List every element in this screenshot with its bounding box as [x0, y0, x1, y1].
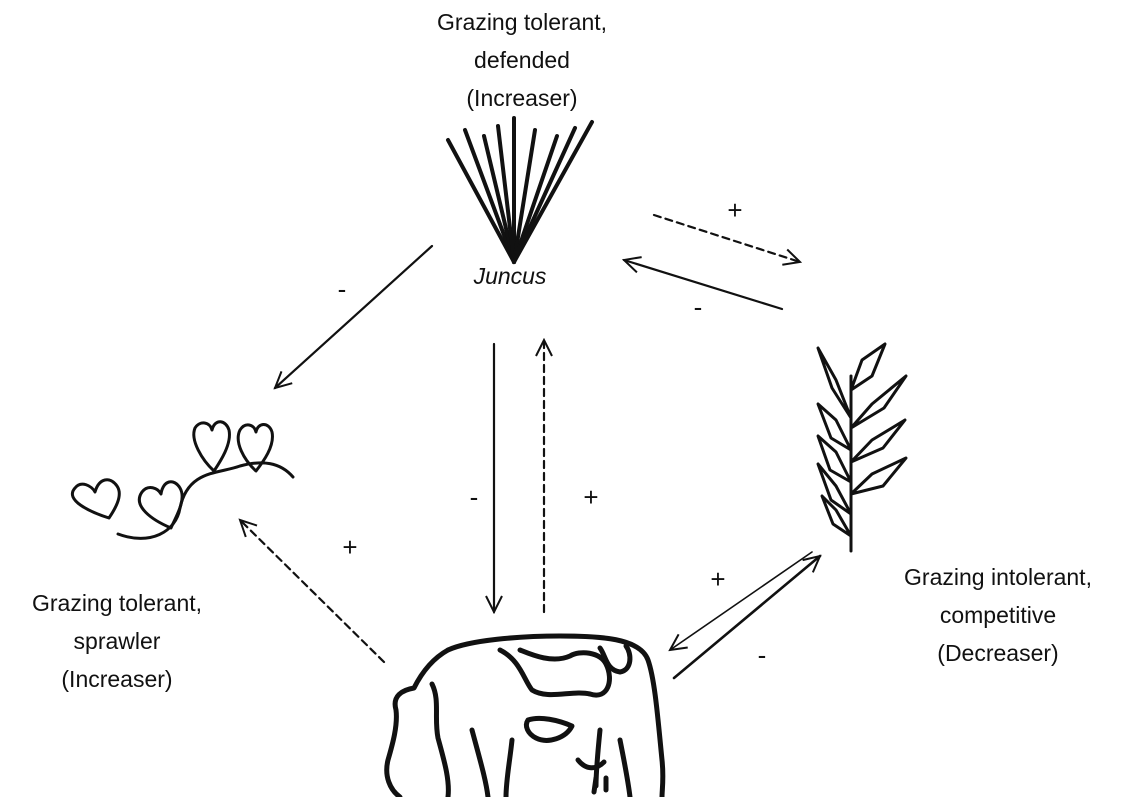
edge-sign-cow-to-juncus: + — [583, 482, 598, 512]
edge-grass-to-juncus: - — [624, 260, 782, 322]
edge-juncus-to-grass: + — [654, 195, 800, 262]
juncus-description-line-2: defended — [474, 47, 570, 73]
grass-description-line-3: (Decreaser) — [937, 640, 1058, 666]
edge-sign-juncus-to-sprawler: - — [338, 274, 347, 304]
grass-description-line-1: Grazing intolerant, — [904, 564, 1092, 590]
cow-icon — [387, 636, 663, 797]
juncus-rush-icon — [448, 118, 592, 262]
edge-sign-grass-to-juncus: - — [694, 292, 703, 322]
edge-cow-to-grass: - — [674, 556, 820, 678]
edge-grass-to-cow: + — [670, 552, 812, 650]
edge-sign-cow-to-grass: - — [758, 640, 767, 670]
sprawler-description-line-3: (Increaser) — [61, 666, 172, 692]
sprawler-description-line-1: Grazing tolerant, — [32, 590, 202, 616]
edge-sign-cow-to-sprawler: + — [342, 532, 357, 562]
cow-node — [387, 636, 663, 797]
grass-description-line-2: competitive — [940, 602, 1056, 628]
edge-juncus-to-cow: - — [470, 344, 494, 612]
edge-sign-grass-to-cow: + — [710, 564, 725, 594]
grass-stalk-icon — [818, 344, 906, 551]
grass-node: Grazing intolerant, competitive (Decreas… — [818, 344, 1092, 666]
edge-cow-to-sprawler: + — [240, 520, 384, 662]
edge-sign-juncus-to-grass: + — [727, 195, 742, 225]
sprawler-node: Grazing tolerant, sprawler (Increaser) — [32, 422, 293, 692]
juncus-description-line-1: Grazing tolerant, — [437, 9, 607, 35]
juncus-name: Juncus — [473, 263, 547, 289]
sprawler-description-line-2: sprawler — [74, 628, 161, 654]
edge-juncus-to-sprawler: - — [275, 246, 432, 388]
edge-sign-juncus-to-cow: - — [470, 482, 479, 512]
sprawler-clover-icon — [72, 422, 293, 539]
edge-cow-to-juncus: + — [544, 340, 599, 612]
juncus-node: Grazing tolerant, defended (Increaser) J… — [437, 9, 607, 289]
juncus-description-line-3: (Increaser) — [466, 85, 577, 111]
